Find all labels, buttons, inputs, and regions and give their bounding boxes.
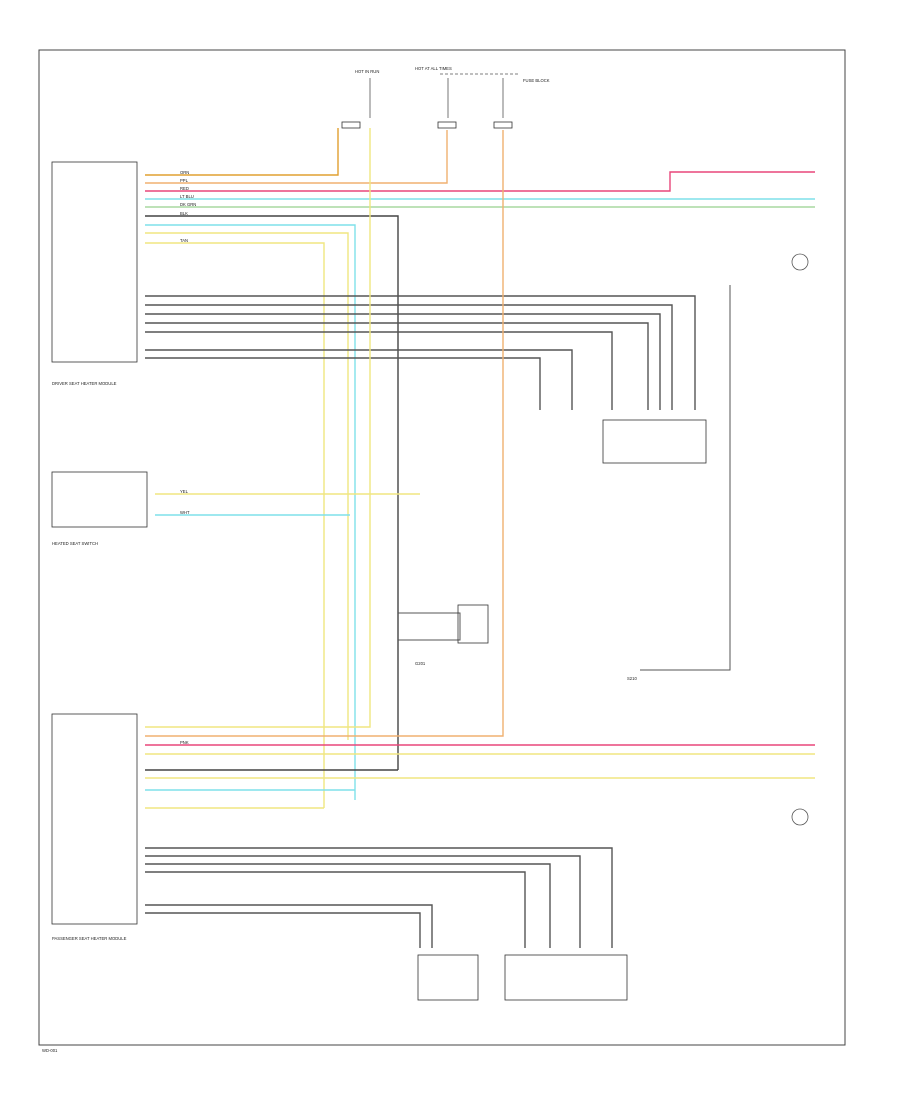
ground-label: G201 [415,661,426,666]
wire-wht: WHT [180,510,190,515]
ground-area: G201 S210 [398,285,731,681]
passenger-wires [145,128,815,809]
heated-seat-switch: HEATED SEAT SWITCH [51,471,148,546]
wire-orn: ORN [180,170,189,175]
label-fuse-block: FUSE BLOCK [523,78,550,83]
splice-label: S210 [627,676,637,681]
driver-seat-heater-module: DRIVER SEAT HEATER MODULE [51,161,138,386]
label-hot-in-run: HOT IN RUN [355,69,379,74]
wire-pnk: PNK [180,740,189,745]
driver-module-label: DRIVER SEAT HEATER MODULE [52,381,117,386]
wire-color-codes: ORN PPL RED LT BLU DK GRN BLK TAN YEL WH… [180,170,196,745]
passenger-element-boxes [417,954,628,1001]
label-hot-at-all-times: HOT AT ALL TIMES [415,66,452,71]
wire-ppl: PPL [180,178,189,183]
passenger-module-label: PASSENGER SEAT HEATER MODULE [52,936,127,941]
switch-wires [155,493,420,516]
switch-label: HEATED SEAT SWITCH [52,541,98,546]
footer-code: WD-001 [42,1048,58,1053]
wire-lt-blu: LT BLU [180,194,194,199]
diagram-frame [38,49,846,1046]
wire-tan: TAN [180,238,188,243]
driver-element-boxes [602,419,707,464]
top-power-area: HOT IN RUN HOT AT ALL TIMES FUSE BLOCK [341,66,550,129]
driver-wires [145,128,815,808]
wire-dk-grn: DK GRN [180,202,196,207]
driver-black-wires [145,295,696,410]
passenger-black-wires [145,847,613,948]
right-terminals [791,253,809,826]
wire-blk: BLK [180,211,188,216]
passenger-seat-heater-module: PASSENGER SEAT HEATER MODULE [51,713,138,941]
wire-yel: YEL [180,489,189,494]
wire-red: RED [180,186,189,191]
